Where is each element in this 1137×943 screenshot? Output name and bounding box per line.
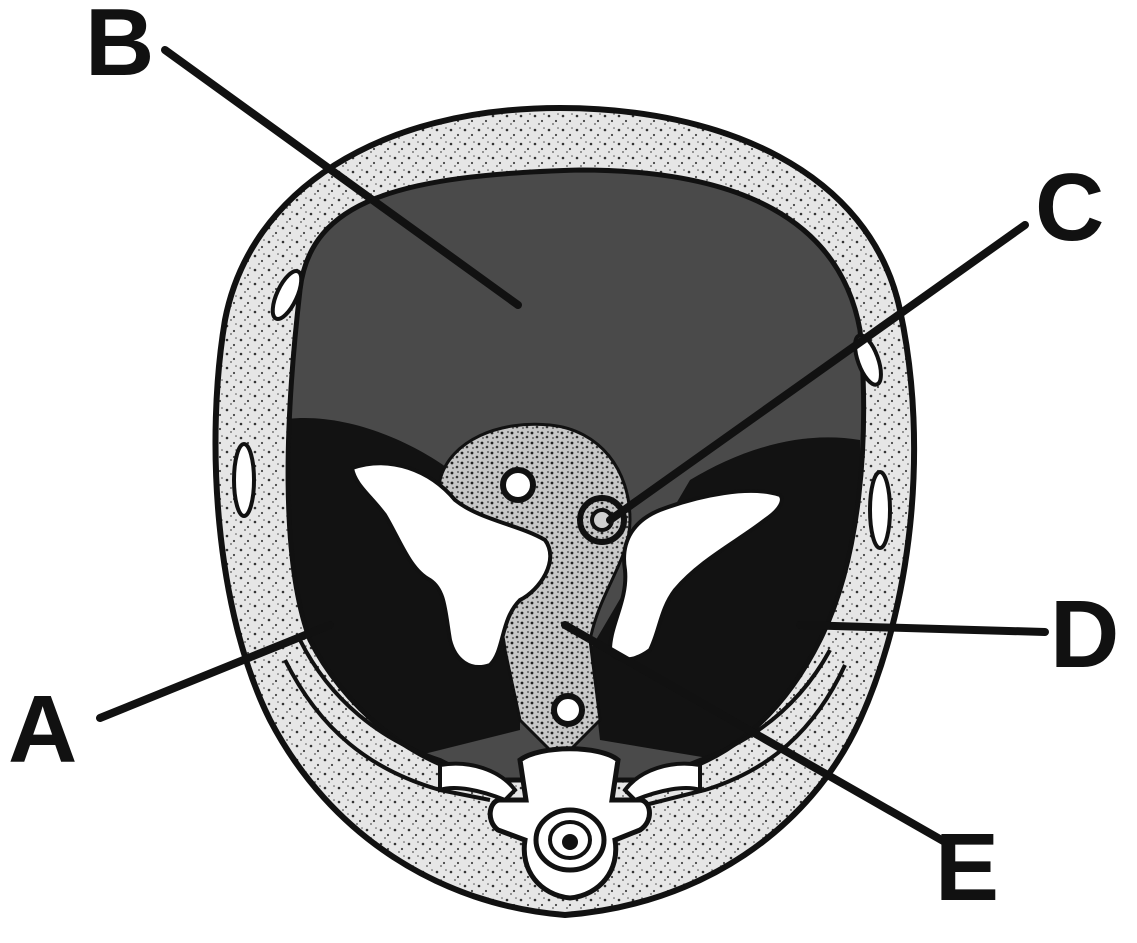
rib-right-1 <box>853 333 883 387</box>
rib-left-2 <box>232 442 256 518</box>
leader-line-c <box>606 221 1029 524</box>
right-transverse-process <box>622 761 702 803</box>
leader-line-e <box>561 621 949 846</box>
vessel-lower <box>551 693 585 727</box>
label-d: D <box>1050 581 1119 688</box>
rib-right-2 <box>868 470 892 550</box>
right-membrane-band <box>649 649 832 782</box>
left-transverse-process <box>438 761 518 803</box>
label-b: B <box>85 0 154 96</box>
leader-line-a <box>96 621 334 722</box>
label-c: C <box>1035 154 1104 261</box>
left-white-cavity <box>349 461 553 669</box>
left-membrane-band-2 <box>283 659 491 802</box>
vessel-c-outer <box>577 495 627 545</box>
spinal-cord <box>562 834 578 850</box>
rib-left-1 <box>270 269 304 321</box>
leader-line-b <box>161 46 522 309</box>
leader-line-d <box>796 621 1049 636</box>
vessel-upper <box>500 467 536 503</box>
left-membrane-band <box>298 639 481 782</box>
label-e: E <box>935 814 999 921</box>
label-a: A <box>8 676 77 783</box>
cavity-outline <box>285 167 867 783</box>
